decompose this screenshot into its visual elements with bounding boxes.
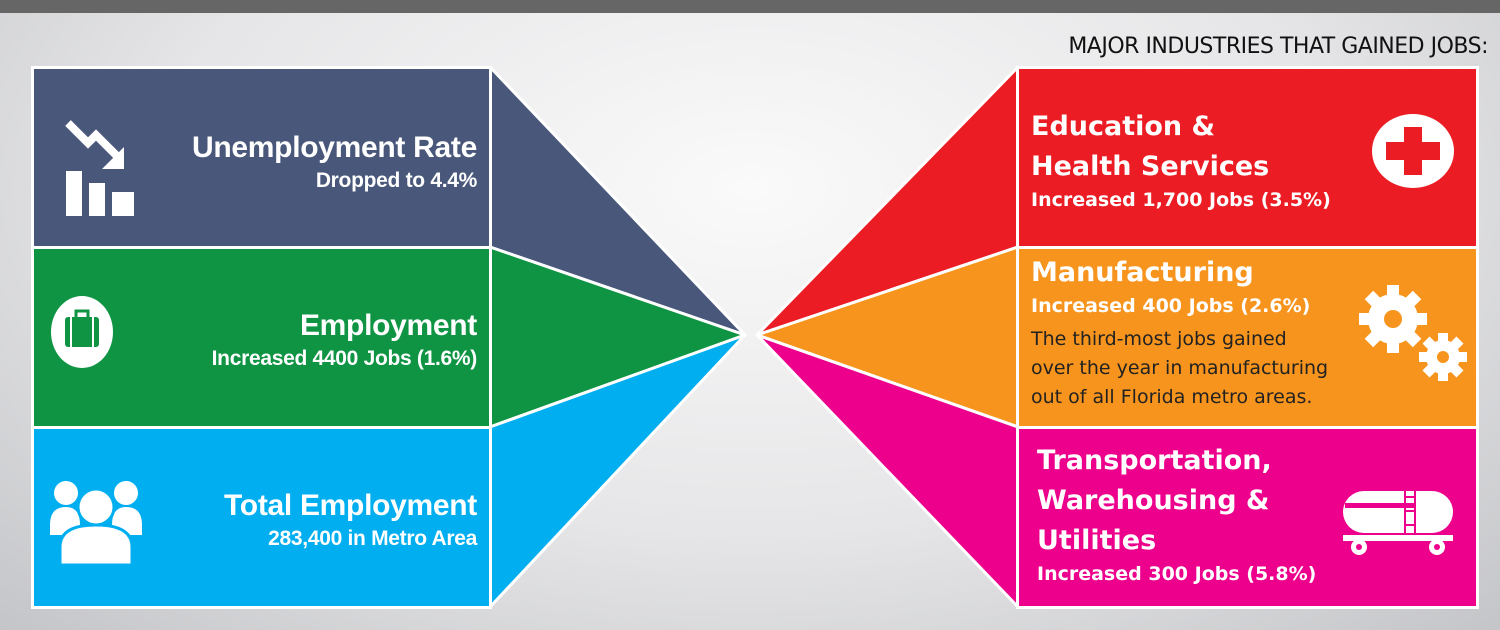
briefcase-icon bbox=[51, 296, 113, 368]
unemployment-title: Unemployment Rate bbox=[192, 131, 477, 164]
industries-heading: MAJOR INDUSTRIES THAT GAINED JOBS: bbox=[1068, 34, 1488, 59]
education-value: Increased 1,700 Jobs (3.5%) bbox=[1031, 189, 1331, 211]
total-employment-title: Total Employment bbox=[224, 489, 477, 522]
manufacturing-panel: Manufacturing Increased 400 Jobs (2.6%) … bbox=[1016, 246, 1479, 429]
gears-icon bbox=[1359, 285, 1467, 381]
transportation-panel: Transportation, Warehousing & Utilities … bbox=[1016, 426, 1479, 609]
unemployment-value: Dropped to 4.4% bbox=[315, 169, 477, 192]
employment-value: Increased 4400 Jobs (1.6%) bbox=[211, 347, 478, 370]
manufacturing-desc-line1: The third-most jobs gained bbox=[1031, 328, 1287, 350]
manufacturing-value: Increased 400 Jobs (2.6%) bbox=[1031, 295, 1311, 317]
transportation-title-line1: Transportation, bbox=[1037, 445, 1272, 476]
total-employment-panel: Total Employment 283,400 in Metro Area bbox=[31, 426, 492, 609]
education-health-panel: Education & Health Services Increased 1,… bbox=[1016, 66, 1479, 249]
unemployment-panel: Unemployment Rate Dropped to 4.4% bbox=[31, 66, 492, 249]
people-icon bbox=[50, 481, 142, 567]
transportation-value: Increased 300 Jobs (5.8%) bbox=[1037, 563, 1317, 585]
falling-chart-icon bbox=[65, 120, 134, 216]
total-employment-value: 283,400 in Metro Area bbox=[268, 527, 477, 550]
education-title-line1: Education & bbox=[1031, 111, 1216, 142]
education-title-line2: Health Services bbox=[1031, 151, 1270, 182]
employment-panel: Employment Increased 4400 Jobs (1.6%) bbox=[31, 246, 492, 429]
manufacturing-desc-line2: over the year in manufacturing bbox=[1031, 357, 1329, 379]
manufacturing-title: Manufacturing bbox=[1031, 257, 1254, 288]
transportation-title-line2: Warehousing & bbox=[1037, 485, 1270, 516]
manufacturing-desc-line3: out of all Florida metro areas. bbox=[1031, 386, 1313, 408]
transportation-title-line3: Utilities bbox=[1037, 525, 1157, 556]
employment-title: Employment bbox=[299, 309, 477, 342]
tanker-car-icon bbox=[1343, 483, 1453, 555]
medical-cross-icon bbox=[1372, 114, 1454, 188]
top-bar bbox=[0, 0, 1500, 13]
